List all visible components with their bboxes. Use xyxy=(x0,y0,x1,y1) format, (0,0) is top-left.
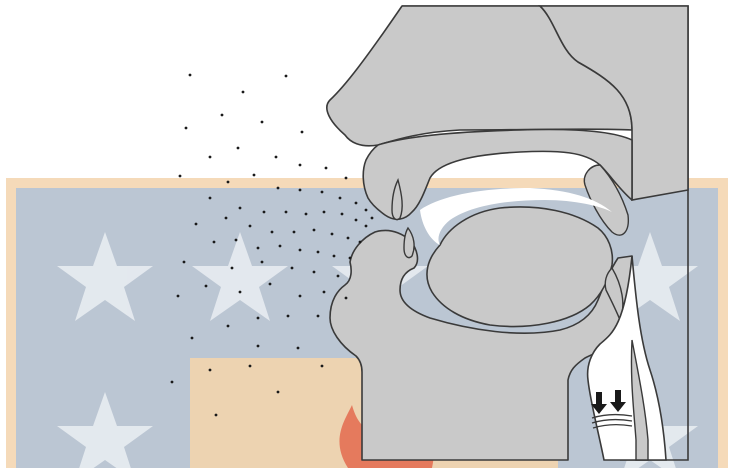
particle-dot xyxy=(177,295,180,298)
particle-dot xyxy=(285,211,288,214)
particle-dot xyxy=(271,231,274,234)
particle-dot xyxy=(239,207,242,210)
particle-dot xyxy=(242,91,245,94)
particle-dot xyxy=(317,251,320,254)
particle-dot xyxy=(323,211,326,214)
particle-dot xyxy=(231,267,234,270)
particle-dot xyxy=(321,191,324,194)
particle-dot xyxy=(179,175,182,178)
particle-dot xyxy=(263,211,266,214)
particle-dot xyxy=(257,247,260,250)
particle-dot xyxy=(325,167,328,170)
particle-dot xyxy=(301,131,304,134)
particle-dot xyxy=(323,291,326,294)
particle-dot xyxy=(355,202,358,205)
particle-dot xyxy=(261,261,264,264)
particle-dot xyxy=(313,271,316,274)
particle-dot xyxy=(299,164,302,167)
particle-dot xyxy=(257,317,260,320)
particle-dot xyxy=(339,197,342,200)
particle-dot xyxy=(239,291,242,294)
particle-dot xyxy=(261,121,264,124)
particle-dot xyxy=(171,381,174,384)
particle-dot xyxy=(287,315,290,318)
particle-dot xyxy=(299,249,302,252)
particle-dot xyxy=(227,325,230,328)
particle-dot xyxy=(253,174,256,177)
particle-dot xyxy=(299,295,302,298)
particle-dot xyxy=(269,283,272,286)
particle-dot xyxy=(279,245,282,248)
particle-dot xyxy=(341,213,344,216)
particle-dot xyxy=(345,177,348,180)
particle-dot xyxy=(189,74,192,77)
particle-dot xyxy=(313,229,316,232)
particle-dot xyxy=(249,225,252,228)
particle-dot xyxy=(225,217,228,220)
particle-dot xyxy=(249,365,252,368)
particle-dot xyxy=(347,237,350,240)
particle-dot xyxy=(299,189,302,192)
particle-dot xyxy=(331,233,334,236)
particle-dot xyxy=(317,315,320,318)
particle-dot xyxy=(237,147,240,150)
particle-dot xyxy=(183,261,186,264)
particle-dot xyxy=(371,217,374,220)
particle-dot xyxy=(285,75,288,78)
particle-dot xyxy=(293,231,296,234)
particle-dot xyxy=(209,369,212,372)
particle-dot xyxy=(291,267,294,270)
particle-dot xyxy=(205,285,208,288)
particle-dot xyxy=(359,241,362,244)
particle-dot xyxy=(333,255,336,258)
particle-dot xyxy=(337,275,340,278)
particle-dot xyxy=(257,345,260,348)
particle-dot xyxy=(191,337,194,340)
particle-dot xyxy=(365,209,368,212)
particle-dot xyxy=(235,239,238,242)
particle-dot xyxy=(221,114,224,117)
particle-dot xyxy=(297,347,300,350)
particle-dot xyxy=(209,197,212,200)
particle-dot xyxy=(209,156,212,159)
particle-dot xyxy=(277,391,280,394)
particle-dot xyxy=(355,219,358,222)
particle-dot xyxy=(321,365,324,368)
particle-dot xyxy=(277,187,280,190)
particle-dot xyxy=(345,297,348,300)
particle-dot xyxy=(195,223,198,226)
particle-dot xyxy=(185,127,188,130)
particle-dot xyxy=(349,257,352,260)
particle-dot xyxy=(275,156,278,159)
particle-dot xyxy=(365,225,368,228)
particle-dot xyxy=(305,213,308,216)
particle-dot xyxy=(215,414,218,417)
particle-dot xyxy=(213,241,216,244)
particle-dot xyxy=(227,181,230,184)
